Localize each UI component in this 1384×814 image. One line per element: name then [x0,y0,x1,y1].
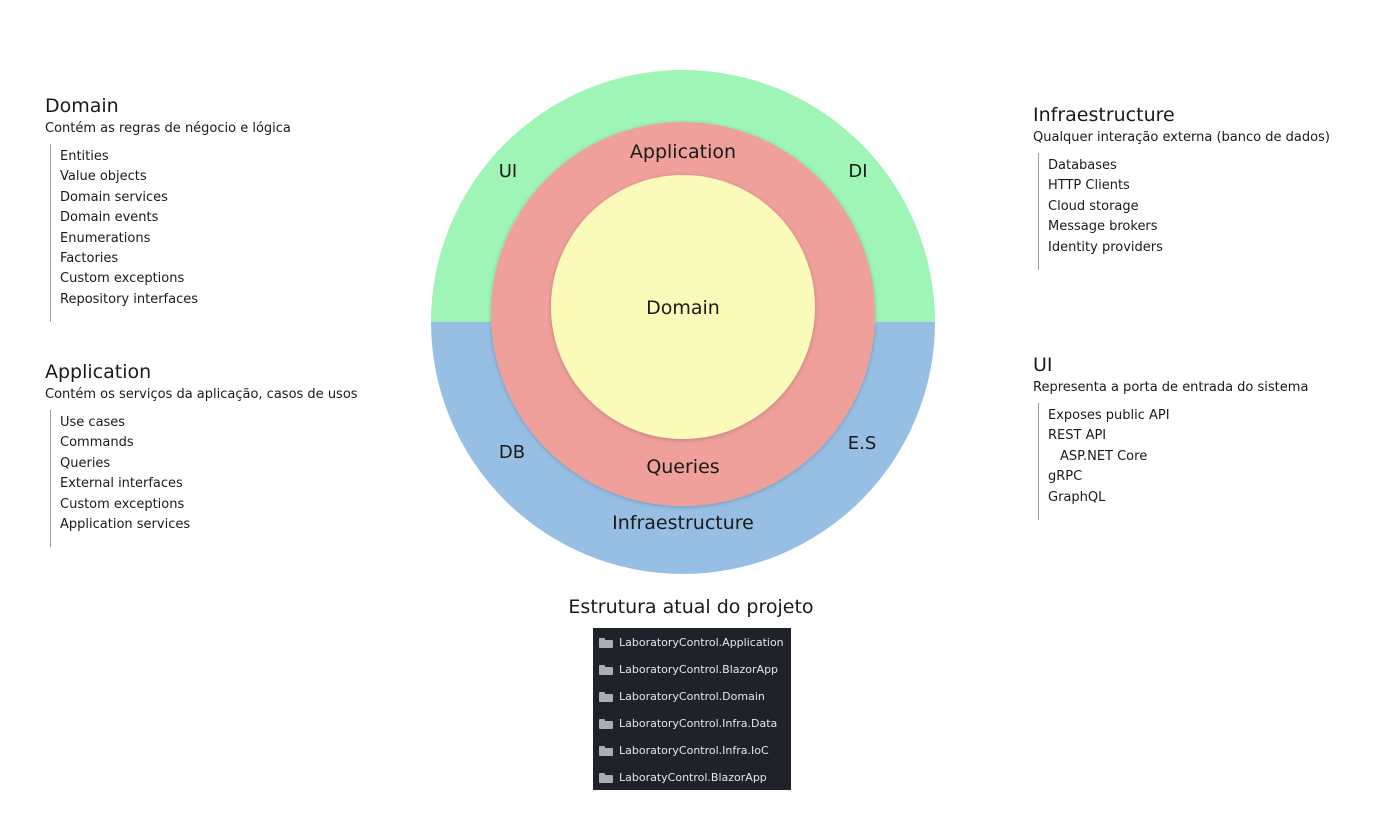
application-section-title: Application [45,361,152,383]
folder-label: LaboratoryControl.Infra.IoC [619,744,769,757]
list-item: Entities [60,149,109,164]
folder-icon [599,664,613,675]
project-structure-title: Estrutura atual do projeto [568,596,814,618]
folder-item[interactable]: LaboratoryControl.Application [593,629,791,656]
list-item: Value objects [60,169,147,185]
application-items-list: Use cases Commands Queries External inte… [50,410,358,548]
folder-item[interactable]: LaboratoryControl.Infra.Data [593,710,791,737]
folder-item[interactable]: LaboratoryControl.BlazorApp [593,656,791,683]
list-item: Custom exceptions [60,496,185,512]
domain-section-subtitle: Contém as regras de négocio e lógica [45,121,291,136]
folder-icon [599,718,613,729]
domain-items-list: Entities Value objects Domain services D… [50,144,291,323]
folder-icon [599,745,613,756]
infraestructure-section: Infraestructure Qualquer interação exter… [1033,103,1330,271]
domain-section: Domain Contém as regras de négocio e lóg… [45,94,291,323]
inner-circle [551,175,815,439]
ui-section-subtitle: Representa a porta de entrada do sistema [1033,380,1309,395]
label-queries: Queries [646,456,719,478]
label-application: Application [630,141,736,163]
application-section: Application Contém os serviços da aplica… [45,360,358,548]
list-item: REST API [1048,428,1107,444]
folder-icon [599,637,613,648]
list-item: Message brokers [1048,219,1158,235]
infraestructure-section-title: Infraestructure [1033,104,1175,126]
folder-label: LaboratoryControl.Application [619,636,784,649]
folder-item[interactable]: LaboratoryControl.Domain [593,683,791,710]
label-es: E.S [848,433,877,454]
list-item: Repository interfaces [60,291,199,307]
application-section-subtitle: Contém os serviços da aplicação, casos d… [45,387,358,402]
label-ui: UI [499,161,517,182]
infraestructure-items-list: Databases HTTP Clients Cloud storage Mes… [1038,153,1330,271]
list-item: External interfaces [60,476,183,492]
list-item: Queries [60,455,111,471]
list-item: Domain services [60,189,168,205]
folder-item[interactable]: LaboratyControl.BlazorApp [593,764,791,791]
list-item: Use cases [60,415,126,430]
list-item: Application services [60,517,191,533]
folder-label: LaboratoryControl.Domain [619,690,765,703]
folder-item[interactable]: LaboratoryControl.Infra.IoC [593,737,791,764]
list-item: Domain events [60,210,159,226]
list-item: Identity providers [1048,239,1163,255]
list-item: Cloud storage [1048,198,1139,214]
domain-section-title: Domain [45,95,119,117]
folder-label: LaboratoryControl.BlazorApp [619,663,779,676]
list-item: Factories [60,251,119,267]
ui-items-list: Exposes public API REST API ASP.NET Core… [1038,403,1308,521]
list-item: Custom exceptions [60,271,185,287]
label-db: DB [499,442,525,463]
list-item: Enumerations [60,230,151,246]
folder-icon [599,772,613,783]
label-infraestructure: Infraestructure [612,512,754,534]
label-domain: Domain [646,297,720,319]
list-item: Databases [1048,158,1117,173]
infraestructure-section-subtitle: Qualquer interação externa (banco de dad… [1033,130,1330,145]
project-explorer: LaboratoryControl.Application Laboratory… [593,628,791,790]
list-item: Exposes public API [1048,408,1170,423]
list-item: gRPC [1048,469,1083,485]
folder-icon [599,691,613,702]
list-item: HTTP Clients [1048,178,1130,194]
list-item: ASP.NET Core [1060,448,1148,464]
ui-section: UI Representa a porta de entrada do sist… [1033,353,1309,521]
list-item: Commands [60,435,134,451]
label-di: DI [848,161,867,182]
list-item: GraphQL [1048,489,1106,505]
folder-label: LaboratoryControl.Infra.Data [619,717,778,730]
folder-label: LaboratyControl.BlazorApp [619,771,767,784]
ui-section-title: UI [1033,354,1053,376]
